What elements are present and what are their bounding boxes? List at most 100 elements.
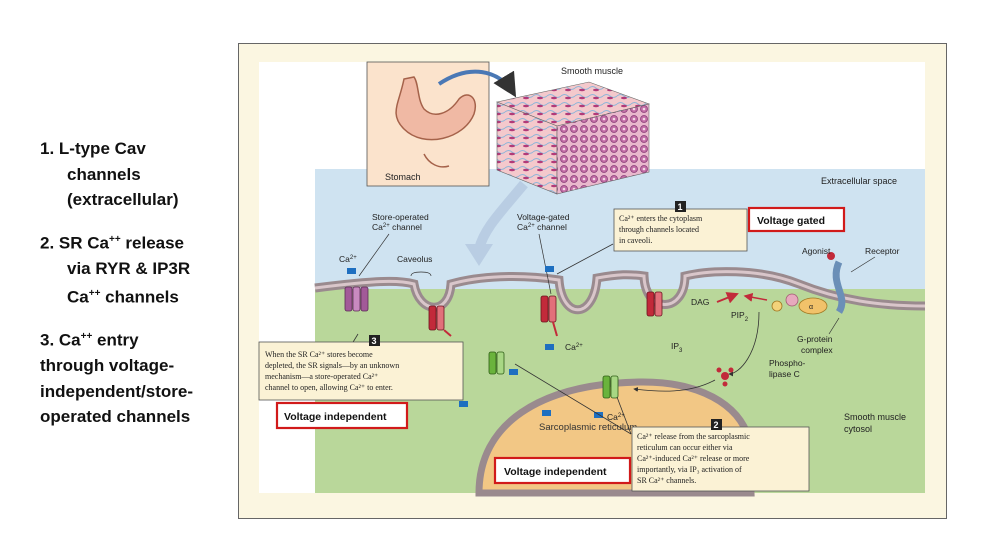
callout-voltage-gated: Voltage gated bbox=[747, 206, 846, 233]
item1-line2: channels bbox=[67, 164, 141, 184]
box3-line1: When the SR Ca²⁺ stores become bbox=[265, 350, 373, 359]
membrane-inner bbox=[314, 270, 926, 312]
ip3-diffusion-arrow bbox=[728, 311, 760, 377]
ca-ion bbox=[347, 268, 356, 274]
box2-line3: Ca²⁺-induced Ca²⁺ release or more bbox=[637, 454, 750, 463]
sr-channel-left bbox=[488, 351, 505, 375]
item3-line3: independent/store- bbox=[40, 381, 194, 401]
store-operated-label-2: Ca2+ channel bbox=[372, 222, 422, 232]
item2-line3: Ca++ channels bbox=[67, 287, 179, 307]
gprotein-pointer bbox=[828, 317, 840, 335]
box2-line1: Ca²⁺ release from the sarcoplasmic bbox=[637, 432, 750, 441]
svg-text:Voltage independent: Voltage independent bbox=[504, 466, 607, 478]
item3-line4: operated channels bbox=[40, 407, 191, 427]
agonist-label: Agonist bbox=[802, 246, 831, 256]
voltage-gated-channel bbox=[540, 295, 558, 337]
callout-voltage-independent-2: Voltage independent bbox=[493, 456, 632, 485]
box2-line5: SR Ca²⁺ channels. bbox=[637, 476, 696, 485]
stomach-icon bbox=[395, 76, 476, 141]
stomach-to-muscle-arrow bbox=[437, 69, 517, 98]
receptor-complex: α bbox=[771, 252, 846, 315]
box3-line4: channel to open, allowing Ca²⁺ to enter. bbox=[265, 383, 393, 392]
svg-text:Voltage gated: Voltage gated bbox=[757, 215, 825, 227]
box3-line3: mechanism—a store-operated Ca²⁺ bbox=[265, 372, 378, 381]
receptor-pointer bbox=[850, 256, 876, 273]
cytosol-label-1: Smooth muscle bbox=[844, 412, 906, 422]
box1-line2: through channels located bbox=[619, 225, 699, 234]
box2-line4: importantly, via IP₃ activation of bbox=[637, 465, 742, 474]
smooth-muscle-label: Smooth muscle bbox=[561, 66, 623, 76]
voltage-gated-pointer bbox=[538, 233, 552, 295]
caveolus-channel bbox=[428, 305, 452, 337]
gprotein-label-1: G-protein bbox=[797, 334, 833, 344]
phospho-label-2: lipase C bbox=[769, 369, 800, 379]
ip3-molecule bbox=[716, 367, 734, 387]
ca-ion bbox=[545, 344, 554, 350]
voltage-gated-label-1: Voltage-gated bbox=[517, 212, 570, 222]
cytosol-label-2: cytosol bbox=[844, 424, 872, 434]
item2-line2: via RYR & IP3R bbox=[67, 258, 191, 278]
callout-voltage-independent-1: Voltage independent bbox=[275, 401, 409, 430]
sr-channel-right bbox=[602, 375, 619, 399]
voltage-gated-label-2: Ca2+ channel bbox=[517, 222, 567, 232]
store-operated-label-1: Store-operated bbox=[372, 212, 429, 222]
receptor-label: Receptor bbox=[865, 246, 900, 256]
box2 bbox=[631, 426, 810, 492]
caveolus-channel-right bbox=[646, 291, 663, 317]
box3 bbox=[258, 341, 464, 401]
box2-pointer-left bbox=[514, 363, 632, 435]
muscle-block-side bbox=[556, 103, 650, 195]
ca-ion bbox=[509, 369, 518, 375]
extracellular-label: Extracellular space bbox=[821, 176, 897, 186]
alpha-label: α bbox=[809, 304, 813, 311]
ca-extracellular-label: Ca2+ bbox=[339, 254, 357, 264]
smooth-muscle-calcium-diagram: Sarcoplasmic reticulum Stomach Smooth mu… bbox=[258, 61, 926, 497]
box3-line2: depleted, the SR signals—by an unknown bbox=[265, 361, 399, 370]
box3-number: 3 bbox=[372, 336, 377, 346]
item2-line1: 2. SR Ca++ release bbox=[40, 233, 185, 253]
item1-line1: 1. L-type Cav bbox=[40, 139, 146, 158]
box3-number-bg bbox=[369, 335, 380, 346]
agonist-icon bbox=[827, 252, 835, 260]
box1-line3: in caveoli. bbox=[619, 236, 652, 245]
stomach-detail bbox=[423, 153, 450, 168]
bullet-list: 1. L-type Cav channels (extracellular) 2… bbox=[40, 136, 240, 430]
zoom-arrow bbox=[474, 180, 528, 251]
ca-ion bbox=[459, 401, 468, 407]
item3-line2: through voltage- bbox=[40, 356, 175, 376]
phospho-label-1: Phospho- bbox=[769, 358, 806, 368]
caveolus-bracket bbox=[410, 271, 432, 277]
ca-ion bbox=[594, 412, 603, 418]
store-operated-channel bbox=[344, 286, 369, 312]
item3-line1: 3. Ca++ entry bbox=[40, 330, 139, 350]
box1-pointer bbox=[556, 243, 614, 275]
ip3-to-sr-arrow bbox=[633, 379, 716, 392]
ca-ion bbox=[545, 266, 554, 272]
pip2-arrow bbox=[743, 292, 768, 302]
dag-label: DAG bbox=[691, 297, 709, 307]
diagram-frame: Sarcoplasmic reticulum Stomach Smooth mu… bbox=[238, 43, 947, 519]
store-operated-pointer bbox=[358, 233, 390, 277]
box1-number-bg bbox=[675, 201, 686, 212]
dag-arrow bbox=[716, 292, 739, 304]
box1-line1: Ca²⁺ enters the cytoplasm bbox=[619, 214, 703, 223]
ca-cytosol-label: Ca2+ bbox=[565, 342, 583, 352]
ca-ion bbox=[542, 410, 551, 416]
zoom-arrow-head bbox=[465, 244, 493, 266]
box2-number: 2 bbox=[714, 420, 719, 430]
sarcoplasmic-reticulum-label: Sarcoplasmic reticulum bbox=[539, 422, 637, 433]
box1-number: 1 bbox=[678, 202, 683, 212]
box2-number-bg bbox=[711, 419, 722, 430]
item1-line3: (extracellular) bbox=[67, 190, 179, 209]
box1 bbox=[613, 208, 748, 252]
svg-text:Voltage independent: Voltage independent bbox=[284, 411, 387, 423]
stomach-label: Stomach bbox=[385, 172, 421, 182]
box2-pointer-right bbox=[616, 396, 632, 435]
caveolus-label: Caveolus bbox=[397, 254, 432, 264]
box2-line2: reticulum can occur either via bbox=[637, 443, 733, 452]
ip3-label: IP3 bbox=[671, 341, 683, 354]
ca-sr-label: Ca2+ bbox=[607, 412, 625, 422]
gprotein-label-2: complex bbox=[801, 345, 833, 355]
pip2-label: PIP2 bbox=[731, 310, 749, 323]
